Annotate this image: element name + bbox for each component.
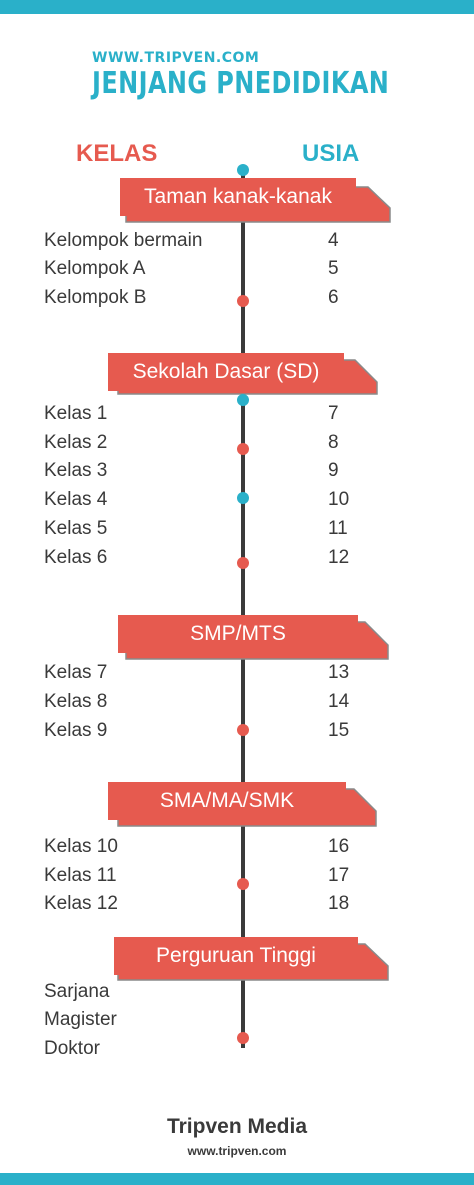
timeline-dot — [237, 724, 249, 736]
section-title: SMP/MTS — [190, 622, 286, 645]
section-title: SMA/MA/SMK — [159, 789, 295, 812]
row-age: 15 — [328, 720, 350, 741]
column-header-kelas: KELAS — [76, 140, 158, 167]
row-age: 16 — [328, 836, 350, 857]
row-name: Kelas 11 — [44, 865, 117, 886]
list-item: Kelas 8 14 — [44, 691, 384, 719]
bottom-accent-bar — [0, 1173, 474, 1185]
timeline-dot — [237, 295, 249, 307]
row-name: Kelas 3 — [44, 460, 108, 481]
site-url: WWW.TRIPVEN.COM — [92, 50, 260, 66]
list-item: Kelompok A 5 — [44, 258, 384, 286]
row-age: 12 — [328, 547, 350, 568]
timeline-dot — [237, 1032, 249, 1044]
row-name: Kelas 4 — [44, 489, 108, 510]
list-item: Kelas 2 8 — [44, 432, 384, 460]
list-item: Kelas 7 13 — [44, 662, 384, 690]
row-age: 5 — [328, 258, 339, 279]
section-banner-sd: Sekolah Dasar (SD) — [108, 353, 344, 391]
row-name: Kelas 5 — [44, 518, 108, 539]
row-name: Kelas 1 — [44, 403, 108, 424]
section-title: Sekolah Dasar (SD) — [132, 360, 320, 383]
list-item: Magister — [44, 1009, 384, 1037]
row-age: 6 — [328, 287, 339, 308]
footer-brand: Tripven Media — [166, 1115, 308, 1138]
list-item: Kelas 6 12 — [44, 547, 384, 575]
list-item: Doktor — [44, 1038, 384, 1066]
list-item: Kelas 3 9 — [44, 460, 384, 488]
row-age: 14 — [328, 691, 350, 712]
row-age: 10 — [328, 489, 350, 510]
top-accent-bar — [0, 0, 474, 14]
row-name: Magister — [44, 1009, 117, 1030]
row-name: Kelas 9 — [44, 720, 108, 741]
page-title: JENJANG PNEDIDIKAN — [92, 66, 390, 101]
list-item: Kelas 1 7 — [44, 403, 384, 431]
row-age: 4 — [328, 230, 339, 251]
section-banner-smp: SMP/MTS — [118, 615, 358, 653]
timeline-dot — [237, 557, 249, 569]
list-item: Kelas 9 15 — [44, 720, 384, 748]
row-name: Kelompok B — [44, 287, 147, 308]
list-item: Kelas 12 18 — [44, 893, 384, 921]
row-age: 7 — [328, 403, 339, 424]
row-age: 18 — [328, 893, 350, 914]
timeline-dot — [237, 492, 249, 504]
timeline-dot — [237, 878, 249, 890]
row-age: 11 — [328, 518, 348, 539]
timeline-dots — [237, 164, 249, 1044]
row-name: Sarjana — [44, 981, 110, 1002]
list-item: Kelas 11 17 — [44, 865, 384, 893]
timeline-dot — [237, 443, 249, 455]
section-banner-sma: SMA/MA/SMK — [108, 782, 346, 820]
column-header-usia: USIA — [302, 140, 360, 167]
list-item: Kelas 4 10 — [44, 489, 384, 517]
footer-site: www.tripven.com — [187, 1144, 287, 1158]
section-title: Perguruan Tinggi — [156, 944, 316, 967]
row-age: 8 — [328, 432, 339, 453]
row-name: Kelas 2 — [44, 432, 108, 453]
row-name: Kelas 6 — [44, 547, 108, 568]
list-item: Kelas 10 16 — [44, 836, 384, 864]
timeline-dot — [237, 394, 249, 406]
row-age: 13 — [328, 662, 350, 683]
row-age: 9 — [328, 460, 339, 481]
list-item: Kelas 5 11 — [44, 518, 384, 546]
row-name: Kelas 8 — [44, 691, 108, 712]
row-name: Doktor — [44, 1038, 100, 1059]
row-name: Kelompok A — [44, 258, 146, 279]
row-name: Kelompok bermain — [44, 230, 203, 251]
section-banner-pt: Perguruan Tinggi — [114, 937, 358, 975]
row-age: 17 — [328, 865, 350, 886]
row-name: Kelas 12 — [44, 893, 118, 914]
section-banner-tk: Taman kanak-kanak — [120, 178, 356, 216]
list-item: Kelompok B 6 — [44, 287, 384, 315]
row-name: Kelas 7 — [44, 662, 108, 683]
section-title: Taman kanak-kanak — [144, 185, 332, 208]
timeline-dot — [237, 164, 249, 176]
list-item: Kelompok bermain 4 — [44, 230, 384, 258]
row-name: Kelas 10 — [44, 836, 118, 857]
list-item: Sarjana — [44, 981, 384, 1009]
